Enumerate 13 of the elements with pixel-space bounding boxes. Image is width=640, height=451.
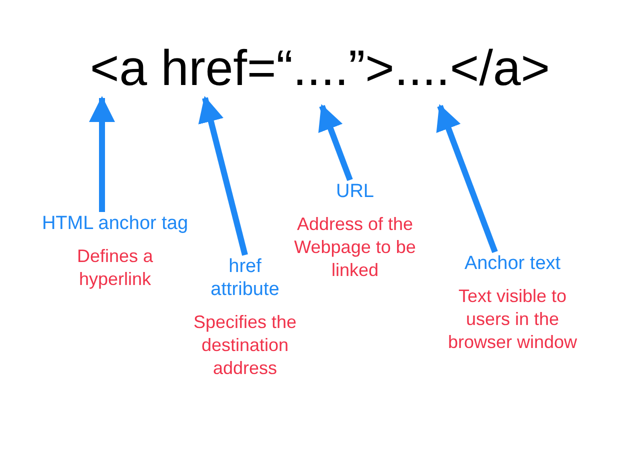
arrow (436, 104, 498, 254)
term-label: href attribute (210, 255, 280, 301)
arrow (318, 104, 353, 182)
term-label: Anchor text (463, 252, 562, 275)
term-label: HTML anchor tag (40, 212, 190, 235)
term-label: URL (334, 180, 375, 203)
description-text: Specifies the destination address (192, 311, 298, 380)
description-text: Text visible to users in the browser window (446, 285, 578, 354)
description-text: Address of the Webpage to be linked (293, 213, 417, 282)
code-snippet: <a href=“....”>....</a> (90, 38, 550, 98)
arrow (89, 96, 115, 212)
description-text: Defines a hyperlink (76, 245, 154, 291)
arrow (198, 96, 248, 256)
